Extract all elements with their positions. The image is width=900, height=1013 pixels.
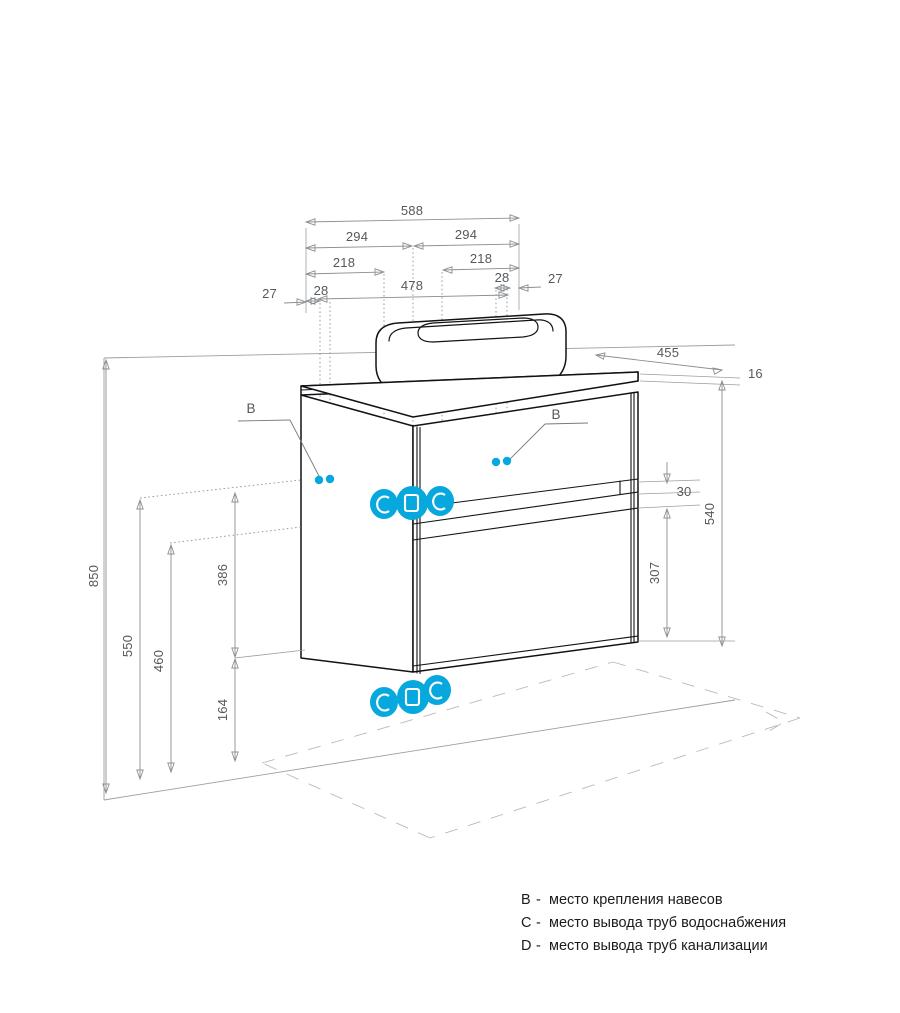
legend-sep-d: - — [536, 938, 541, 954]
pipe-marker-d-lower — [397, 680, 429, 714]
mount-dot-right-a — [491, 457, 501, 467]
legend-item-b: B - место крепления навесов — [521, 892, 723, 908]
mount-markers-group: B B — [237, 401, 589, 485]
dimension-588: 588 — [401, 203, 423, 218]
dimension-294-left: 294 — [346, 229, 368, 244]
dimension-164: 164 — [215, 699, 230, 721]
dimension-28-right: 28 — [495, 270, 510, 285]
dimension-30: 30 — [677, 484, 692, 499]
legend: B - место крепления навесов C - место вы… — [521, 892, 786, 954]
dimension-218-left: 218 — [333, 255, 355, 270]
dimension-28-left: 28 — [314, 283, 329, 298]
legend-item-c: C - место вывода труб водоснабжения — [521, 915, 786, 931]
floor-outline — [261, 661, 801, 839]
mount-dot-left-b — [325, 474, 335, 484]
dimension-455: 455 — [657, 345, 679, 360]
legend-key-d: D — [521, 938, 531, 954]
pipe-markers-lower — [370, 675, 451, 717]
legend-text-d: место вывода труб канализации — [549, 938, 768, 954]
dimension-16: 16 — [748, 366, 763, 381]
dimension-307: 307 — [647, 562, 662, 584]
right-dimension-chain: 455 16 540 30 307 — [594, 345, 763, 648]
vanity-cabinet — [139, 371, 639, 675]
left-dimension-chain: 850 550 460 386 164 — [86, 358, 306, 795]
marker-label-b-right: B — [551, 407, 560, 422]
dimension-850: 850 — [86, 565, 101, 587]
legend-key-b: B — [521, 892, 531, 908]
dimension-386: 386 — [215, 564, 230, 586]
marker-label-b-left: B — [246, 401, 255, 416]
legend-key-c: C — [521, 915, 531, 931]
dimension-27-left: 27 — [262, 286, 277, 301]
legend-item-d: D - место вывода труб канализации — [521, 938, 768, 954]
legend-sep-b: - — [536, 892, 541, 908]
dimension-27-right: 27 — [548, 271, 563, 286]
mount-dot-right-b — [502, 456, 512, 466]
pipe-markers-upper — [370, 486, 454, 520]
legend-text-b: место крепления навесов — [549, 892, 723, 908]
dimension-218-right: 218 — [470, 251, 492, 266]
dimension-294-right: 294 — [455, 227, 477, 242]
vessel-basin — [375, 313, 567, 393]
dimension-478: 478 — [401, 278, 423, 293]
pipe-marker-c-upper-left — [370, 489, 398, 519]
pipe-marker-c-upper-right — [426, 486, 454, 516]
pipe-marker-d-upper — [396, 486, 428, 520]
pipe-marker-c-lower-left — [370, 687, 398, 717]
dimension-540: 540 — [702, 503, 717, 525]
dimension-460: 460 — [151, 650, 166, 672]
legend-text-c: место вывода труб водоснабжения — [549, 915, 786, 931]
pipe-marker-c-lower-right — [423, 675, 451, 705]
dimension-550: 550 — [120, 635, 135, 657]
mount-dot-left-a — [314, 475, 324, 485]
legend-sep-c: - — [536, 915, 541, 931]
